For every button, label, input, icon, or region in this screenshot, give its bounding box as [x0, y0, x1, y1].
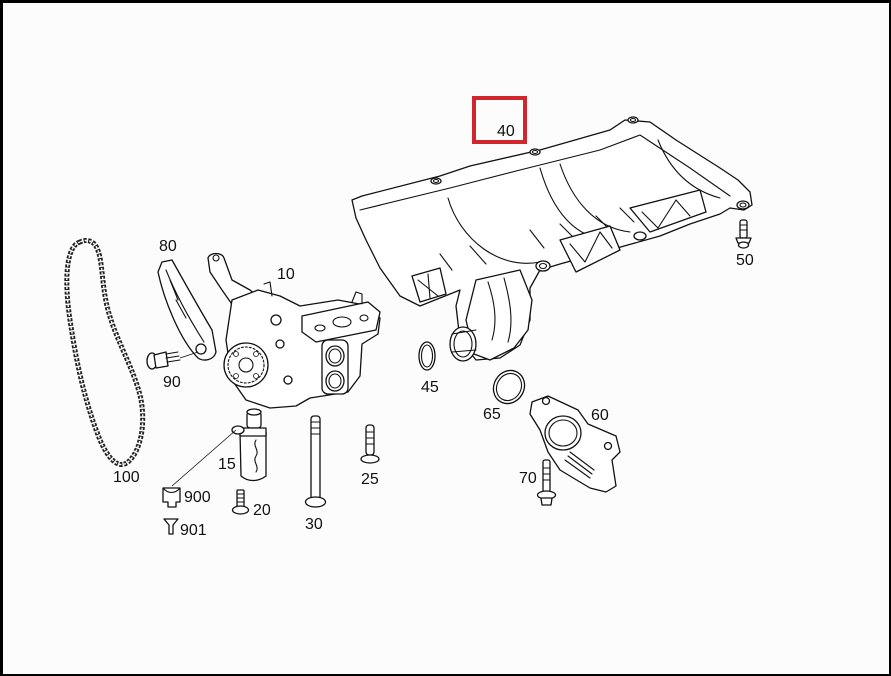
shoulder-bolt-icon[interactable] — [146, 351, 199, 370]
part-label-10[interactable]: 10 — [277, 266, 295, 283]
oil-pump-icon[interactable] — [207, 252, 381, 409]
bracket-housing-icon[interactable] — [529, 395, 621, 493]
part-label-30[interactable]: 30 — [305, 516, 323, 533]
part-label-50[interactable]: 50 — [736, 252, 754, 269]
part-label-65[interactable]: 65 — [483, 406, 501, 423]
part-label-40[interactable]: 40 — [497, 123, 515, 140]
oil-pan-baffle-icon[interactable] — [351, 116, 753, 362]
part-label-90[interactable]: 90 — [163, 374, 181, 391]
part-label-900[interactable]: 900 — [184, 489, 211, 506]
part-label-15[interactable]: 15 — [218, 456, 236, 473]
part-label-901[interactable]: 901 — [180, 522, 207, 539]
part-label-25[interactable]: 25 — [361, 471, 379, 488]
selected-part-highlight[interactable] — [472, 96, 527, 144]
o-ring-icon-45[interactable] — [418, 341, 436, 371]
flange-bolt-icon-50[interactable] — [735, 219, 752, 249]
part-label-100[interactable]: 100 — [113, 469, 140, 486]
part-label-70[interactable]: 70 — [519, 470, 537, 487]
part-label-45[interactable]: 45 — [421, 379, 439, 396]
part-label-60[interactable]: 60 — [591, 407, 609, 424]
flange-bolt-icon-70[interactable] — [536, 459, 557, 506]
chain-icon[interactable] — [64, 238, 146, 467]
long-bolt-icon[interactable] — [304, 415, 327, 508]
tensioner-rail-icon[interactable] — [157, 259, 217, 361]
o-ring-icon-65[interactable] — [488, 365, 531, 409]
retaining-clip-icon[interactable] — [163, 518, 179, 535]
connector-icon[interactable] — [162, 487, 181, 508]
part-label-20[interactable]: 20 — [253, 502, 271, 519]
leader-line-900 — [171, 429, 237, 487]
screw-icon-20[interactable] — [231, 489, 250, 515]
bolt-icon-25[interactable] — [360, 424, 380, 464]
part-label-80[interactable]: 80 — [159, 238, 177, 255]
solenoid-valve-icon[interactable] — [231, 408, 267, 482]
